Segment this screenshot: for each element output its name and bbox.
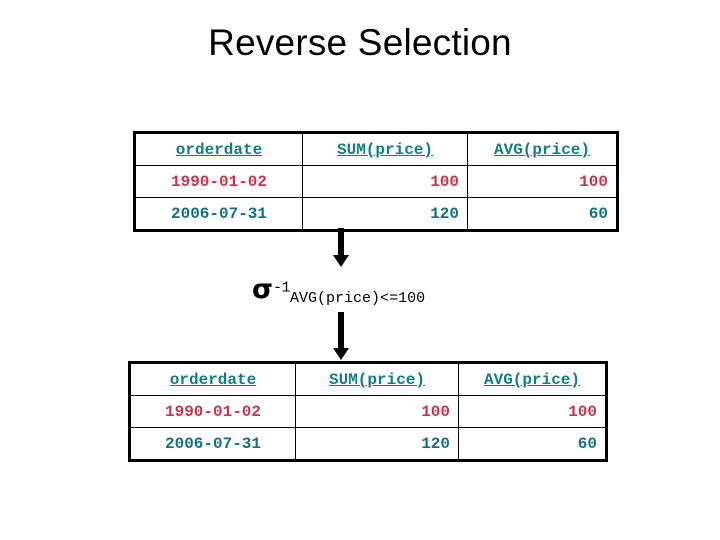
- table-row: 1990-01-02 100 100: [134, 165, 618, 198]
- operator-superscript: -1: [273, 279, 291, 297]
- arrow-shaft: [338, 312, 344, 348]
- cell-avg-price: 60: [458, 427, 607, 461]
- down-arrow-icon: [331, 228, 351, 267]
- column-header-sum-price-label: SUM(price): [328, 370, 425, 389]
- reverse-selection-operator: σ-1AVG(price)<=100: [252, 276, 425, 307]
- column-header-avg-price: AVG(price): [467, 132, 618, 166]
- column-header-orderdate: orderdate: [129, 362, 296, 396]
- cell-avg-price: 100: [467, 165, 618, 198]
- column-header-avg-price: AVG(price): [458, 362, 607, 396]
- cell-orderdate: 2006-07-31: [134, 197, 303, 231]
- table-row: 2006-07-31 120 60: [134, 197, 618, 231]
- column-header-orderdate-label: orderdate: [175, 140, 263, 159]
- column-header-avg-price-label: AVG(price): [483, 370, 580, 389]
- column-header-sum-price: SUM(price): [302, 132, 468, 166]
- column-header-orderdate: orderdate: [134, 132, 303, 166]
- output-relation-table: orderdate SUM(price) AVG(price) 1990-01-…: [128, 361, 608, 462]
- sigma-icon: σ: [252, 274, 274, 305]
- cell-avg-price: 100: [458, 395, 607, 428]
- table-header-row: orderdate SUM(price) AVG(price): [129, 362, 607, 396]
- operator-subscript: AVG(price)<=100: [290, 290, 426, 308]
- cell-orderdate: 1990-01-02: [129, 395, 296, 428]
- table-header-row: orderdate SUM(price) AVG(price): [134, 132, 618, 166]
- column-header-sum-price-label: SUM(price): [336, 140, 433, 159]
- column-header-sum-price: SUM(price): [295, 362, 459, 396]
- arrow-head: [333, 255, 349, 267]
- arrow-head: [333, 348, 349, 360]
- column-header-avg-price-label: AVG(price): [493, 140, 590, 159]
- down-arrow-icon: [331, 312, 351, 360]
- cell-sum-price: 120: [302, 197, 468, 231]
- page-title: Reverse Selection: [208, 22, 512, 63]
- table-row: 1990-01-02 100 100: [129, 395, 607, 428]
- input-relation-table: orderdate SUM(price) AVG(price) 1990-01-…: [133, 131, 619, 232]
- cell-orderdate: 1990-01-02: [134, 165, 303, 198]
- arrow-shaft: [338, 228, 344, 255]
- cell-sum-price: 100: [302, 165, 468, 198]
- column-header-orderdate-label: orderdate: [169, 370, 257, 389]
- table-row: 2006-07-31 120 60: [129, 427, 607, 461]
- cell-orderdate: 2006-07-31: [129, 427, 296, 461]
- cell-avg-price: 60: [467, 197, 618, 231]
- cell-sum-price: 100: [295, 395, 459, 428]
- cell-sum-price: 120: [295, 427, 459, 461]
